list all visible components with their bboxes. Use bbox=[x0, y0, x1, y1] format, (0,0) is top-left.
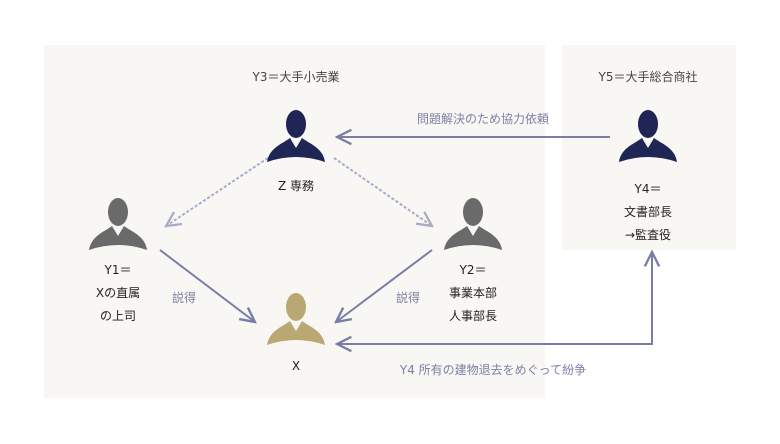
request-label: 問題解決のため協力依頼 bbox=[416, 112, 550, 126]
y4-label-line: →監査役 bbox=[624, 228, 672, 242]
y2-label: Y2＝ 事業本部 人事部長 bbox=[449, 259, 497, 328]
dashed-arrow-to-y2 bbox=[333, 157, 432, 226]
y4-label-line: Y4＝ bbox=[634, 182, 662, 196]
z-label-line: Z 専務 bbox=[277, 179, 315, 193]
dispute-label: Y4 所有の建物退去をめぐって紛争 bbox=[399, 363, 587, 377]
persuade-label-left: 説得 bbox=[171, 291, 197, 305]
y1-label-line: Xの直属 bbox=[95, 286, 141, 300]
x-label: X bbox=[292, 355, 300, 378]
persuade-arrow-right bbox=[336, 249, 433, 322]
dashed-arrow-to-y1 bbox=[166, 157, 269, 226]
y2-label-line: 人事部長 bbox=[448, 309, 498, 323]
x-label-line: X bbox=[291, 359, 301, 373]
persuade-arrow-left bbox=[159, 249, 255, 322]
persuade-label-right: 説得 bbox=[395, 291, 421, 305]
y3-group-title: Y3＝大手小売業 bbox=[252, 70, 340, 84]
y2-label-line: Y2＝ bbox=[459, 263, 487, 277]
y2-person-icon bbox=[444, 198, 502, 250]
y4-label-line: 文書部長 bbox=[623, 205, 673, 219]
x-person-icon bbox=[267, 293, 325, 345]
dispute-arrow bbox=[337, 252, 652, 344]
z-person-icon bbox=[267, 110, 325, 162]
y1-person-icon bbox=[89, 198, 147, 250]
z-label: Z 専務 bbox=[278, 175, 314, 198]
y1-label-line: の上司 bbox=[99, 309, 137, 323]
y1-label-line: Y1＝ bbox=[104, 263, 132, 277]
y1-label: Y1＝ Xの直属 の上司 bbox=[96, 259, 140, 328]
y5-group-title: Y5＝大手総合商社 bbox=[598, 70, 698, 84]
y4-person-icon bbox=[619, 110, 677, 162]
y4-label: Y4＝ 文書部長 →監査役 bbox=[624, 178, 672, 247]
y2-label-line: 事業本部 bbox=[448, 286, 498, 300]
